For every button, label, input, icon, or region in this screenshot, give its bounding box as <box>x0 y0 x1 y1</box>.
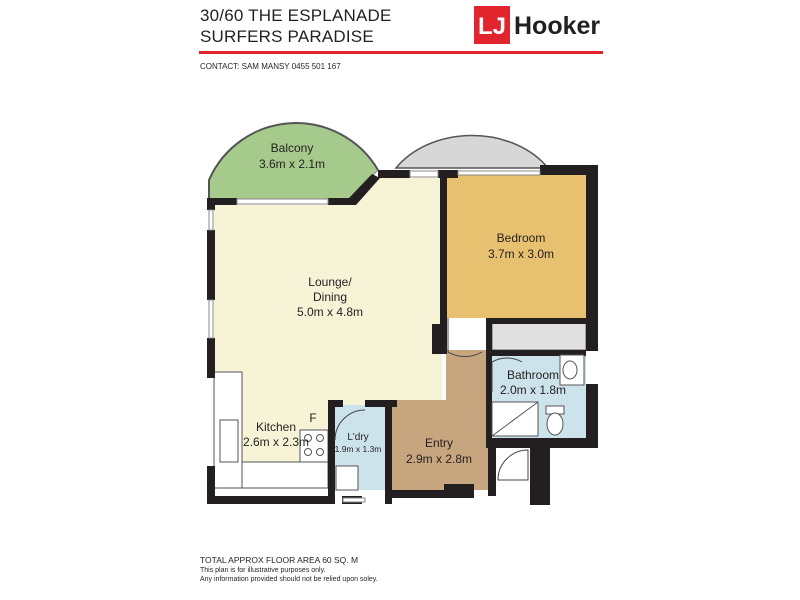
logo-name: Hooker <box>514 12 600 40</box>
address-line-1: 30/60 THE ESPLANADE <box>200 6 392 25</box>
hall-area <box>446 350 490 400</box>
laundry-fixtures <box>335 465 359 491</box>
bedroom-label: Bedroom <box>497 231 546 245</box>
disclaimer-line-2: Any information provided should not be r… <box>200 576 378 583</box>
cooktop <box>299 429 329 463</box>
bedroom-area <box>446 175 588 318</box>
address-line-2: SURFERS PARADISE <box>200 27 374 46</box>
laundry-tub <box>335 465 359 491</box>
logo-mark: LJ <box>478 13 506 40</box>
bathroom-size: 2.0m x 1.8m <box>500 383 566 397</box>
footer-notes: TOTAL APPROX FLOOR AREA 60 SQ. M This pl… <box>200 555 378 585</box>
kitchen-counter <box>241 461 329 489</box>
logo-red-block <box>474 6 510 44</box>
shower-diagonal <box>491 401 539 437</box>
laundry-label: L'dry <box>347 432 368 443</box>
door-swings <box>334 318 529 481</box>
burner-icon <box>304 434 312 442</box>
kitchen-size: 2.6m x 2.3m <box>243 435 309 449</box>
entry-label: Entry <box>425 436 453 450</box>
bay-arc <box>394 134 550 169</box>
balcony-label: Balcony <box>271 141 314 155</box>
burner-icon <box>316 434 324 442</box>
kitchen-sink <box>219 419 239 463</box>
fridge-label: F <box>309 411 316 425</box>
burner-icon <box>304 448 312 456</box>
balcony-size: 3.6m x 2.1m <box>259 157 325 171</box>
wardrobe <box>491 321 587 351</box>
lounge-area <box>214 178 442 488</box>
balcony-railing <box>208 122 379 198</box>
kitchen-label: Kitchen <box>256 420 296 434</box>
lounge-size: 5.0m x 4.8m <box>297 305 363 319</box>
bathroom-fixtures <box>491 354 585 437</box>
disclaimer-line-1: This plan is for illustrative purposes o… <box>200 566 326 574</box>
bathroom-label: Bathroom <box>507 368 559 382</box>
bedroom-size: 3.7m x 3.0m <box>488 247 554 261</box>
lounge-label-1: Lounge/ <box>308 275 352 289</box>
burner-icon <box>316 448 324 456</box>
lj-hooker-logo: LJ Hooker <box>474 6 600 44</box>
walls <box>207 165 598 505</box>
entry-size: 2.9m x 2.8m <box>406 452 472 466</box>
toilet-icon <box>546 412 564 436</box>
windows <box>208 170 541 503</box>
header-divider <box>199 51 603 54</box>
floor-area: TOTAL APPROX FLOOR AREA 60 SQ. M <box>200 555 359 565</box>
lounge-label-2: Dining <box>313 290 347 304</box>
basin-icon <box>562 360 578 380</box>
contact-line: CONTACT: SAM MANSY 0455 501 167 <box>200 62 341 71</box>
laundry-size: 1.9m x 1.3m <box>335 444 382 454</box>
